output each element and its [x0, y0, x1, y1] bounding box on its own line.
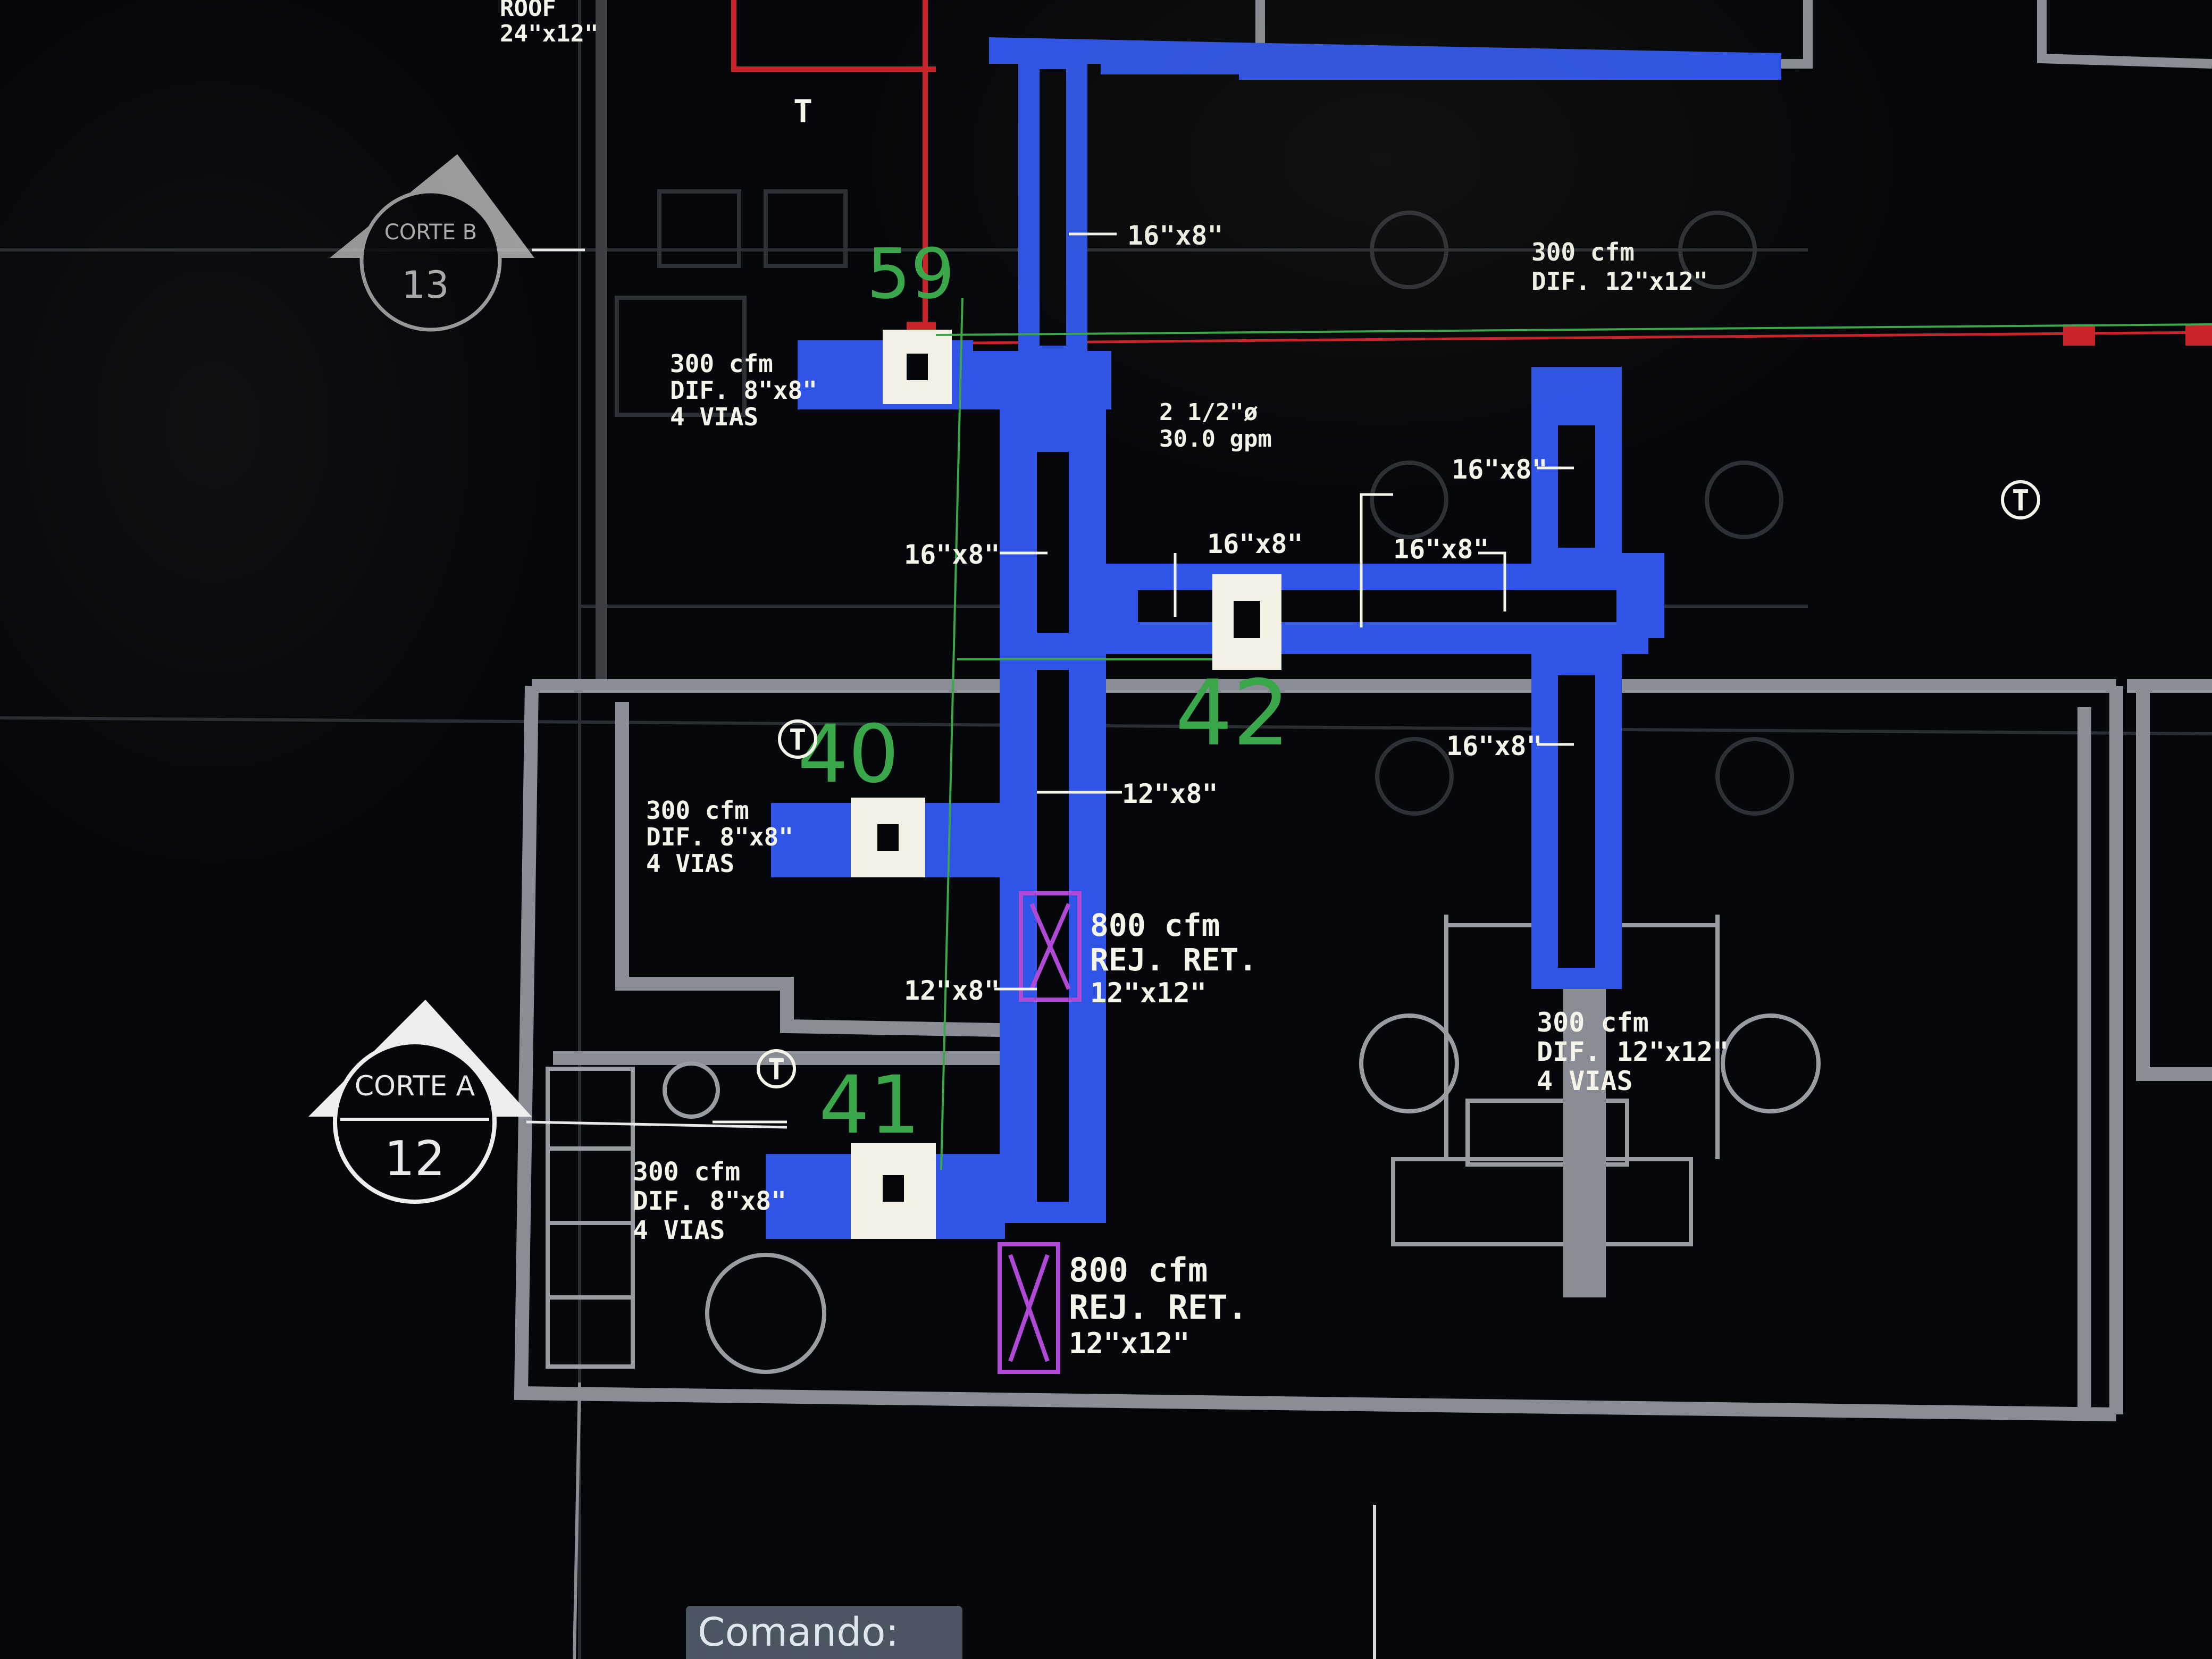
label-line: DIF. 12"x12"	[1531, 267, 1708, 296]
command-line-tab[interactable]: Comando:	[686, 1606, 962, 1659]
top-left-label: ROOF 24"x12"	[500, 0, 598, 47]
duct-size: 16"x8"	[1446, 731, 1543, 761]
diffuser-centers	[877, 354, 1260, 1202]
dimension-numbers: 59 42 40 41	[798, 233, 1290, 1152]
label-line: 12"x12"	[1069, 1327, 1190, 1360]
section-marker-number: 12	[384, 1131, 446, 1187]
duct-label-return-upper: 800 cfm REJ. RET. 12"x12"	[1090, 907, 1257, 1009]
return-grilles	[998, 891, 1082, 1374]
duct-label-right-top: 300 cfm DIF. 12"x12"	[1531, 238, 1708, 296]
duct-size: 12"x8"	[1122, 778, 1218, 809]
label-line: 12"x12"	[1090, 977, 1206, 1009]
section-marker-top-text: CORTE A	[355, 1070, 475, 1102]
duct-label-left-bottom: 300 cfm DIF. 8"x8" 4 VIAS	[633, 1157, 786, 1245]
label-line: DIF. 8"x8"	[633, 1186, 786, 1216]
dimension-number: 41	[819, 1059, 920, 1152]
section-marker-circle	[333, 1040, 497, 1204]
dimension-number: 42	[1175, 661, 1290, 766]
leader-lines	[713, 232, 1574, 1124]
section-marker-top-text: CORTE B	[384, 220, 477, 245]
dimension-lines	[935, 297, 2212, 1170]
label-line: 300 cfm	[1537, 1007, 1649, 1038]
label-line: 4 VIAS	[670, 403, 758, 431]
label-line: 300 cfm	[633, 1157, 740, 1187]
dimension-number: 59	[867, 233, 954, 314]
duct-size-labels: 16"x8" 16"x8" 16"x8" 16"x8" 16"x8" 16"x8…	[904, 220, 1548, 1006]
left-vertical-line	[573, 0, 607, 1659]
duct-size: 16"x8"	[1452, 454, 1548, 485]
label-line: 30.0 gpm	[1159, 425, 1272, 453]
label-line: 300 cfm	[670, 349, 773, 378]
label-line: DIF. 12"x12"	[1537, 1036, 1729, 1067]
duct-size: 16"x8"	[1393, 534, 1489, 565]
section-marker-corte-a[interactable]: CORTE A 12	[308, 1000, 532, 1204]
label-line: 800 cfm	[1090, 907, 1220, 943]
tag-text: T	[789, 723, 807, 757]
label-line: 4 VIAS	[1537, 1066, 1633, 1096]
equipment-outlines	[546, 915, 1821, 1374]
label-line: 2 1/2"ø	[1159, 399, 1258, 426]
duct-size: 16"x8"	[1127, 220, 1224, 251]
duct-size: 12"x8"	[904, 975, 1000, 1006]
faint-outlines	[615, 189, 1794, 816]
duct-label-left-top: 300 cfm DIF. 8"x8" 4 VIAS	[670, 349, 817, 431]
label-line: 24"x12"	[500, 20, 598, 47]
label-line: 4 VIAS	[633, 1216, 725, 1245]
tag-text: T	[2012, 484, 2030, 517]
label-line: 300 cfm	[1531, 238, 1635, 266]
duct-label-return-lower: 800 cfm REJ. RET. 12"x12"	[1069, 1251, 1247, 1360]
label-line: 4 VIAS	[646, 849, 734, 878]
label-line: 300 cfm	[646, 796, 749, 825]
duct-size: 16"x8"	[904, 539, 1000, 570]
tag-text: T	[793, 93, 812, 130]
label-line: REJ. RET.	[1069, 1288, 1247, 1327]
label-line: DIF. 8"x8"	[670, 376, 817, 405]
section-marker-number: 13	[401, 263, 449, 307]
building-walls	[514, 679, 2212, 1421]
duct-size: 16"x8"	[1207, 529, 1303, 559]
tag-text: T	[768, 1053, 785, 1086]
thermostat-tags: T T T T	[757, 93, 2040, 1088]
section-marker-corte-b[interactable]: CORTE B 13	[330, 154, 534, 332]
section-cut-line	[526, 248, 787, 1129]
duct-label-left-mid: 300 cfm DIF. 8"x8" 4 VIAS	[646, 796, 793, 878]
duct-label-right-bottom: 300 cfm DIF. 12"x12" 4 VIAS	[1537, 1007, 1729, 1096]
dimension-number: 40	[798, 708, 899, 801]
pipe-note: 2 1/2"ø 30.0 gpm	[1159, 399, 1272, 453]
label-line: 800 cfm	[1069, 1251, 1208, 1289]
section-marker-circle	[359, 189, 502, 332]
label-line: ROOF	[500, 0, 556, 22]
label-line: REJ. RET.	[1090, 942, 1257, 978]
label-line: DIF. 8"x8"	[646, 823, 793, 851]
red-lines	[731, 0, 2212, 356]
